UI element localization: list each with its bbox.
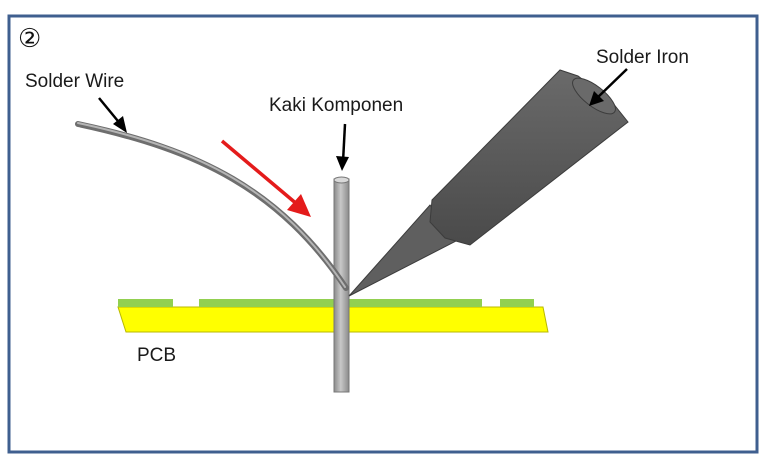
pcb-board bbox=[117, 306, 549, 333]
pointer-arrow-kaki bbox=[341, 123, 347, 163]
step-number-badge: ② bbox=[18, 24, 42, 54]
pcb-label: PCB bbox=[137, 345, 177, 366]
copper-pad bbox=[500, 299, 534, 307]
solder-iron-body bbox=[429, 69, 629, 246]
component-leg-top bbox=[333, 176, 350, 184]
red-direction-arrow-head bbox=[287, 194, 311, 217]
copper-pad bbox=[118, 299, 173, 307]
pointer-arrow-solder-wire-head bbox=[113, 116, 127, 133]
solder-iron-label: Solder Iron bbox=[596, 47, 689, 68]
solder-wire-label: Solder Wire bbox=[25, 71, 125, 92]
pointer-arrow-solder-iron-head bbox=[589, 91, 604, 106]
pointer-arrow-solder-iron bbox=[595, 68, 628, 100]
component-leg-label: Kaki Komponen bbox=[269, 95, 404, 116]
solder-wire-highlight bbox=[77, 122, 346, 288]
red-direction-arrow-shaft bbox=[220, 139, 300, 207]
pointer-arrow-kaki-head bbox=[336, 156, 349, 171]
diagram-border bbox=[7, 14, 759, 454]
